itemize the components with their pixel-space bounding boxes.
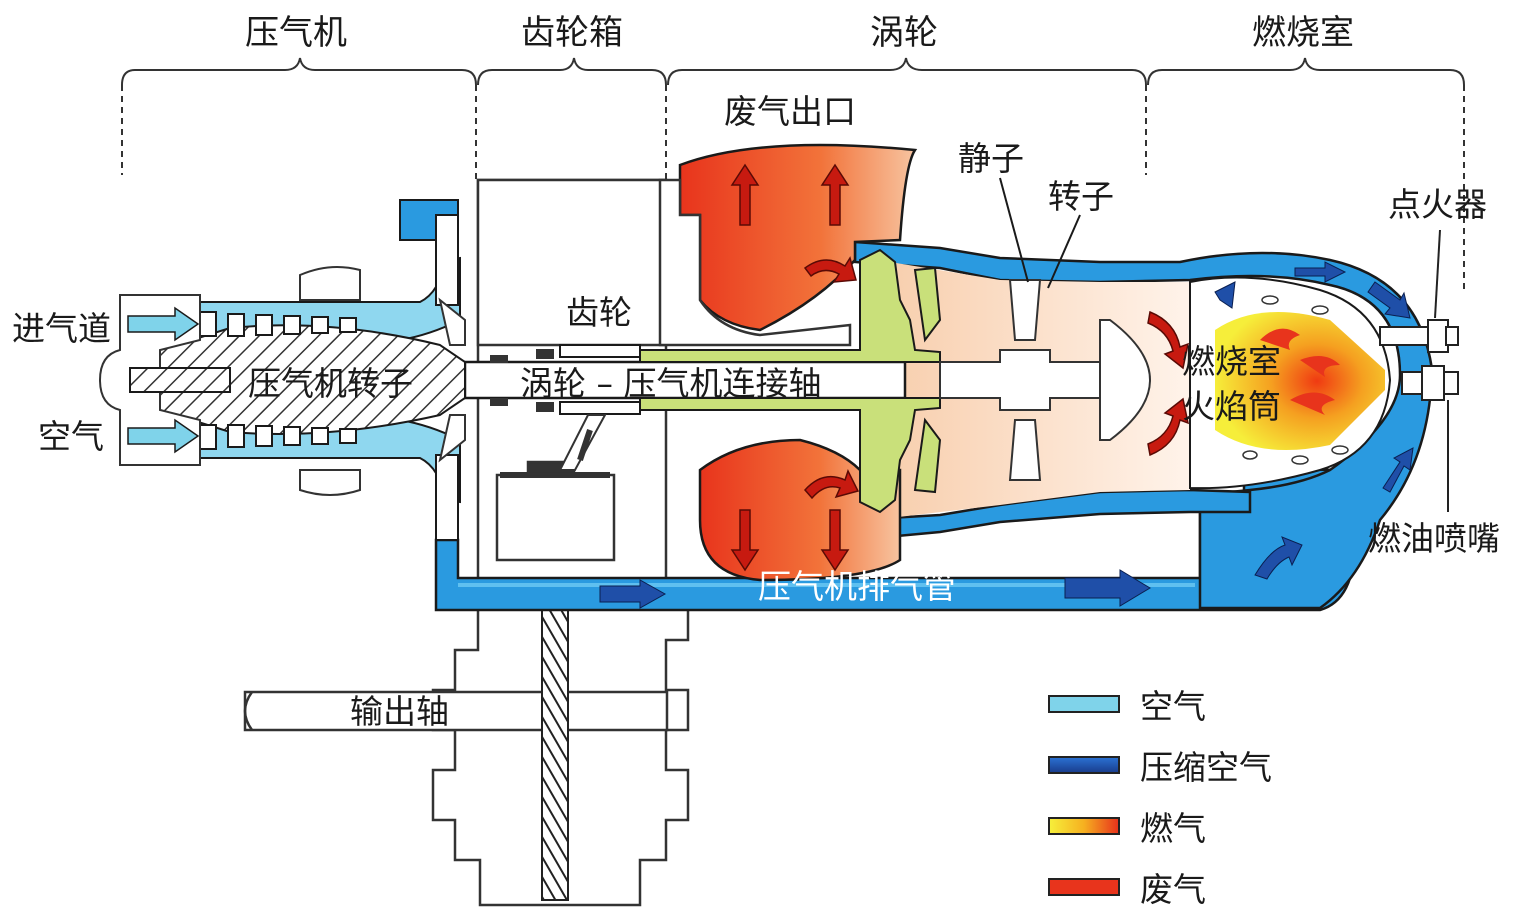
section-label-turbine: 涡轮 [870, 13, 938, 53]
label-shaft: 涡轮 – 压气机连接轴 [520, 364, 822, 403]
turbine-wheel [639, 248, 942, 514]
output-shaft [243, 690, 669, 732]
label-liner-line1: 燃烧室 [1182, 342, 1281, 381]
inlet-air-arrows [127, 306, 200, 454]
label-air: 空气 [38, 417, 104, 456]
legend-swatch-exhaust [1048, 878, 1120, 896]
legend-item-compressed-air: 压缩空气 [1048, 741, 1272, 789]
label-gear: 齿轮 [566, 293, 632, 332]
legend-item-exhaust: 废气 [1048, 863, 1206, 911]
legend-swatch-compressed-air [1048, 756, 1120, 774]
turbine-internals [939, 279, 1152, 481]
label-fuel-nozzle: 燃油喷嘴 [1368, 519, 1500, 558]
combustor-liner [1189, 276, 1392, 490]
legend-label: 压缩空气 [1140, 748, 1272, 787]
section-braces [121, 57, 1465, 290]
exhaust-arrows [730, 163, 1190, 572]
section-label-gearbox: 齿轮箱 [521, 13, 623, 53]
legend-label: 燃气 [1140, 809, 1206, 848]
legend-swatch-combustion-gas [1048, 817, 1120, 835]
legend-item-combustion-gas: 燃气 [1048, 802, 1206, 850]
label-exhaust-outlet: 废气出口 [724, 92, 856, 131]
exhaust-plenum-upper [678, 143, 918, 332]
legend-label: 废气 [1140, 870, 1206, 909]
igniter-fitting [1379, 229, 1459, 512]
label-liner-line2: 火焰筒 [1182, 387, 1281, 426]
gearbox-upper [476, 178, 852, 347]
label-discharge-duct: 压气机排气管 [758, 567, 956, 606]
label-inlet: 进气道 [12, 309, 111, 348]
label-stator: 静子 [958, 139, 1024, 178]
label-compressor-rotor: 压气机转子 [248, 364, 413, 403]
legend-label: 空气 [1140, 687, 1206, 726]
compressor-section [98, 199, 466, 541]
compressed-air-arrows [599, 261, 1414, 609]
worm-shaft [541, 594, 569, 901]
legend-item-air: 空气 [1048, 680, 1206, 728]
section-label-combustor: 燃烧室 [1252, 13, 1354, 53]
leader-lines [999, 177, 1081, 289]
label-rotor: 转子 [1048, 177, 1114, 216]
legend-swatch-air [1048, 695, 1120, 713]
label-igniter: 点火器 [1388, 185, 1487, 224]
section-label-compressor: 压气机 [245, 13, 347, 53]
label-output-shaft: 输出轴 [350, 692, 449, 731]
